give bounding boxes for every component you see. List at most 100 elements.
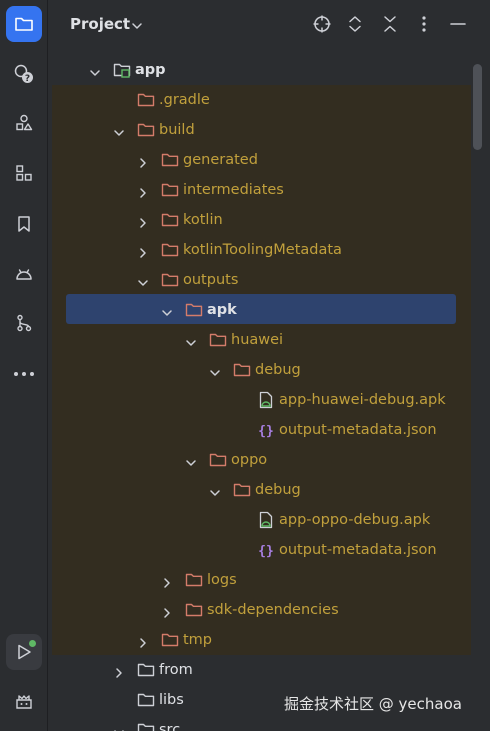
tree-row-from[interactable]: from — [49, 655, 479, 685]
tree-row-build[interactable]: build — [49, 115, 479, 145]
git-branch-icon[interactable] — [6, 305, 42, 341]
chevron-right-icon[interactable] — [137, 154, 149, 168]
scrollbar-thumb[interactable] — [473, 64, 482, 150]
tree-row-label: src — [159, 722, 181, 731]
tree-row-sdk-dependencies[interactable]: sdk-dependencies — [49, 595, 479, 625]
tree-row-src[interactable]: src — [49, 715, 479, 731]
tree-row-apk[interactable]: apk — [49, 295, 479, 325]
tree-row-tmp[interactable]: tmp — [49, 625, 479, 655]
tree-row-logs[interactable]: logs — [49, 565, 479, 595]
tree-row-label: output-metadata.json — [279, 542, 437, 558]
json-file-icon: {} — [257, 541, 275, 559]
tree-row-intermediates[interactable]: intermediates — [49, 175, 479, 205]
tree-row-label: oppo — [231, 452, 268, 468]
excluded-scope-background — [52, 85, 471, 655]
tree-row-label: app — [135, 62, 166, 78]
tree-row-label: kotlin — [183, 212, 223, 228]
folder-icon — [185, 571, 203, 589]
selection-highlight — [66, 294, 456, 324]
folder-icon — [161, 241, 179, 259]
structure-icon[interactable] — [6, 155, 42, 191]
folder-icon — [161, 271, 179, 289]
chevron-down-icon[interactable] — [131, 17, 143, 36]
tree-row-app[interactable]: app — [49, 55, 479, 85]
chevron-down-icon[interactable] — [209, 484, 221, 496]
hide-panel-icon[interactable] — [446, 12, 470, 36]
tree-row-app-oppo-debug-apk[interactable]: app-oppo-debug.apk — [49, 505, 479, 535]
chevron-down-icon[interactable] — [137, 274, 149, 286]
chevron-down-icon[interactable] — [113, 124, 125, 136]
tree-row-label: app-oppo-debug.apk — [279, 512, 431, 528]
chevron-down-icon[interactable] — [185, 334, 197, 346]
folder-icon — [233, 361, 251, 379]
folder-icon — [209, 331, 227, 349]
tree-row-gradle[interactable]: .gradle — [49, 85, 479, 115]
folder-icon — [161, 181, 179, 199]
module-icon — [113, 61, 131, 79]
tree-row-outputs[interactable]: outputs — [49, 265, 479, 295]
tree-row-label: outputs — [183, 272, 239, 288]
chevron-right-icon[interactable] — [161, 574, 173, 588]
tree-row-label: logs — [207, 572, 237, 588]
chevron-down-icon[interactable] — [209, 364, 221, 376]
tree-row-huawei[interactable]: huawei — [49, 325, 479, 355]
tree-row-label: sdk-dependencies — [207, 602, 339, 618]
chevron-down-icon[interactable] — [113, 724, 125, 731]
apk-file-icon — [257, 391, 275, 409]
tree-row-label: debug — [255, 362, 301, 378]
android-icon[interactable] — [6, 256, 42, 292]
expand-all-icon[interactable] — [343, 12, 367, 36]
run-icon[interactable] — [6, 634, 42, 670]
folder-icon — [185, 301, 203, 319]
folder-icon — [137, 691, 155, 709]
tree-row-label: .gradle — [159, 92, 210, 108]
folder-icon — [209, 451, 227, 469]
more-icon[interactable] — [6, 356, 42, 392]
options-menu-icon[interactable] — [412, 12, 436, 36]
tree-row-kotlintoolingmetadata[interactable]: kotlinToolingMetadata — [49, 235, 479, 265]
tree-row-label: huawei — [231, 332, 284, 348]
tree-row-oppo[interactable]: oppo — [49, 445, 479, 475]
running-status-dot — [29, 640, 36, 647]
tree-row-debug[interactable]: debug — [49, 355, 479, 385]
tree-row-generated[interactable]: generated — [49, 145, 479, 175]
chevron-right-icon[interactable] — [137, 244, 149, 258]
folder-icon — [161, 631, 179, 649]
collapse-all-icon[interactable] — [378, 12, 402, 36]
resource-manager-icon[interactable] — [6, 105, 42, 141]
project-tree[interactable]: app .gradle build generated intermediates kot… — [49, 48, 490, 731]
chevron-right-icon[interactable] — [161, 604, 173, 618]
tree-row-label: generated — [183, 152, 258, 168]
tree-row-libs[interactable]: libs — [49, 685, 479, 715]
tool-window-strip: ? — [0, 0, 48, 731]
tree-row-label: app-huawei-debug.apk — [279, 392, 446, 408]
folder-icon — [161, 211, 179, 229]
tree-row-label: apk — [207, 302, 237, 318]
chevron-down-icon[interactable] — [89, 64, 101, 76]
tree-row-label: output-metadata.json — [279, 422, 437, 438]
chevron-right-icon[interactable] — [137, 634, 149, 648]
json-file-icon: {} — [257, 421, 275, 439]
chevron-right-icon[interactable] — [137, 214, 149, 228]
tree-row-output-metadata-json[interactable]: {}output-metadata.json — [49, 535, 479, 565]
project-folder-icon[interactable] — [6, 6, 42, 42]
locate-icon[interactable] — [310, 12, 334, 36]
chevron-down-icon[interactable] — [185, 454, 197, 466]
folder-icon — [137, 121, 155, 139]
chevron-right-icon[interactable] — [113, 664, 125, 678]
tree-row-label: build — [159, 122, 195, 138]
folder-icon — [137, 661, 155, 679]
bookmarks-icon[interactable] — [6, 206, 42, 242]
chevron-down-icon[interactable] — [161, 304, 173, 316]
assistant-icon[interactable]: ? — [6, 56, 42, 92]
tree-row-output-metadata-json[interactable]: {}output-metadata.json — [49, 415, 479, 445]
folder-icon — [185, 601, 203, 619]
folder-icon — [161, 151, 179, 169]
tree-row-app-huawei-debug-apk[interactable]: app-huawei-debug.apk — [49, 385, 479, 415]
tree-row-debug[interactable]: debug — [49, 475, 479, 505]
tree-row-label: kotlinToolingMetadata — [183, 242, 342, 258]
tree-row-kotlin[interactable]: kotlin — [49, 205, 479, 235]
chevron-right-icon[interactable] — [137, 184, 149, 198]
build-variants-icon[interactable] — [6, 684, 42, 720]
panel-title[interactable]: Project — [70, 15, 131, 33]
